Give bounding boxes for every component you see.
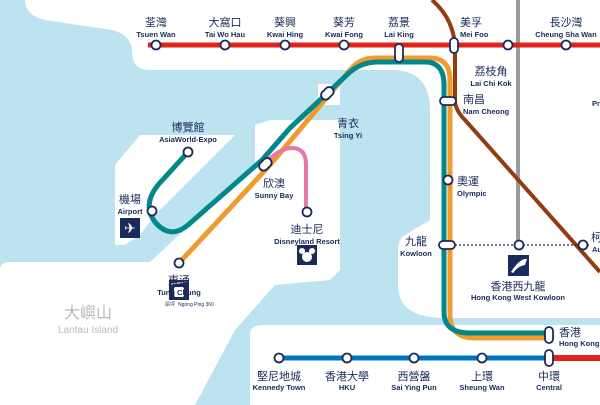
station-austin[interactable] — [577, 239, 589, 251]
station-tai-wo-hau[interactable] — [219, 39, 231, 51]
label-en: Kwai Hing — [267, 30, 304, 39]
station-airport[interactable] — [146, 205, 158, 217]
station-kennedy-town[interactable] — [273, 352, 285, 364]
disneyland-resort-line — [263, 145, 308, 212]
label-en: Tsing Yi — [334, 131, 362, 140]
airport-icon: ✈ — [120, 218, 140, 238]
label-zh: 荃灣 — [145, 15, 167, 29]
station-asiaworld-expo[interactable] — [182, 146, 194, 158]
label-en: Kwai Fong — [325, 30, 363, 39]
label-zh: 柯 — [591, 231, 600, 244]
station-hku[interactable] — [341, 352, 353, 364]
label-zh: 香港西九龍 — [491, 279, 546, 293]
label-en: Lai Chi Kok — [470, 79, 512, 88]
label-en: Airport — [118, 207, 144, 216]
label-zh: 葵芳 — [333, 15, 355, 29]
label-en: Lai King — [384, 30, 414, 39]
label-en: Tai Wo Hau — [205, 30, 246, 39]
label-zh: 堅尼地城 — [257, 370, 301, 383]
label-en: Au — [592, 245, 600, 254]
station-hong-kong[interactable] — [544, 326, 554, 344]
label-en: Sai Ying Pun — [391, 383, 437, 392]
label-en: Kennedy Town — [253, 383, 306, 392]
label-zh: 南昌 — [463, 93, 485, 106]
label-en: Olympic — [457, 189, 487, 198]
label-zh: 荔枝角 — [475, 64, 508, 78]
label-zh: 上環 — [471, 370, 493, 383]
label-zh: 美孚 — [460, 16, 482, 29]
station-kowloon[interactable] — [438, 240, 456, 250]
label-zh: 香港大學 — [325, 369, 369, 383]
label-en: Mei Foo — [460, 30, 489, 39]
svg-text:✈: ✈ — [124, 220, 136, 236]
label-zh: 葵興 — [274, 16, 296, 29]
mickey-icon — [297, 245, 317, 265]
station-olympic[interactable] — [442, 174, 454, 186]
station-mei-foo[interactable] — [449, 37, 459, 54]
label-en: HKU — [339, 383, 355, 392]
station-nam-cheong[interactable] — [439, 96, 457, 106]
label-en: Hong Kong West Kowloon — [471, 293, 565, 302]
station-sai-ying-pun[interactable] — [408, 352, 420, 364]
station-sheung-wan[interactable] — [476, 352, 488, 364]
label-zh: 西營盤 — [398, 370, 431, 383]
label-zh: 東涌 — [168, 274, 190, 287]
station-tung-chung[interactable] — [173, 257, 185, 269]
label-en: Cheung Sha Wan — [535, 30, 597, 39]
label-en: Tung Chung — [157, 288, 201, 297]
label-en: Hong Kong — [559, 339, 600, 348]
airport-express-line — [146, 59, 549, 336]
label-en: Central — [536, 383, 562, 392]
label-en: Nam Cheong — [463, 107, 510, 116]
label-zh: 荔景 — [388, 16, 410, 29]
label-zh: 九龍 — [405, 234, 427, 248]
label-zh: 香港 — [559, 326, 581, 339]
label-zh: 欣澳 — [263, 176, 285, 190]
label-zh: 昂坪 — [165, 301, 175, 308]
label-zh: 博覽館 — [172, 120, 205, 134]
label-en: Sheung Wan — [459, 383, 505, 392]
station-sunny-bay[interactable] — [257, 156, 273, 172]
station-disneyland-resort[interactable] — [301, 206, 313, 218]
label-zh: 奧運 — [457, 175, 479, 188]
station-kwai-fong[interactable] — [338, 39, 350, 51]
label-en: Tsuen Wan — [136, 30, 176, 39]
station-tsing-yi[interactable] — [319, 85, 335, 101]
station-hong-kong-west-kowloon[interactable] — [513, 239, 525, 251]
station-lai-chi-kok[interactable] — [502, 39, 514, 51]
label-zh: 青衣 — [337, 116, 359, 130]
label-zh: 迪士尼 — [291, 223, 324, 236]
label-zh: 中環 — [538, 370, 560, 383]
station-cheung-sha-wan[interactable] — [560, 39, 572, 51]
label-en: Disneyland Resort — [274, 237, 340, 246]
label-en: AsiaWorld-Expo — [159, 135, 217, 144]
label-zh: 長沙灣 — [550, 16, 583, 29]
station-kwai-hing[interactable] — [279, 39, 291, 51]
label-zh: 大窩口 — [209, 15, 242, 29]
label-en: Ngong Ping 360 — [178, 302, 214, 308]
label-zh: 機場 — [119, 192, 141, 206]
cable-car-icon — [169, 280, 189, 300]
area-label-lantau-zh: 大嶼山 — [64, 303, 112, 322]
label-en: Pr — [592, 99, 600, 108]
high-speed-rail-icon — [508, 255, 529, 276]
label-en: Kowloon — [400, 249, 432, 258]
area-label-lantau-en: Lantau Island — [58, 325, 118, 336]
label-en: Sunny Bay — [255, 191, 295, 200]
station-central[interactable] — [544, 349, 554, 367]
station-lai-king[interactable] — [394, 43, 404, 63]
station-tsuen-wan[interactable] — [150, 39, 162, 51]
